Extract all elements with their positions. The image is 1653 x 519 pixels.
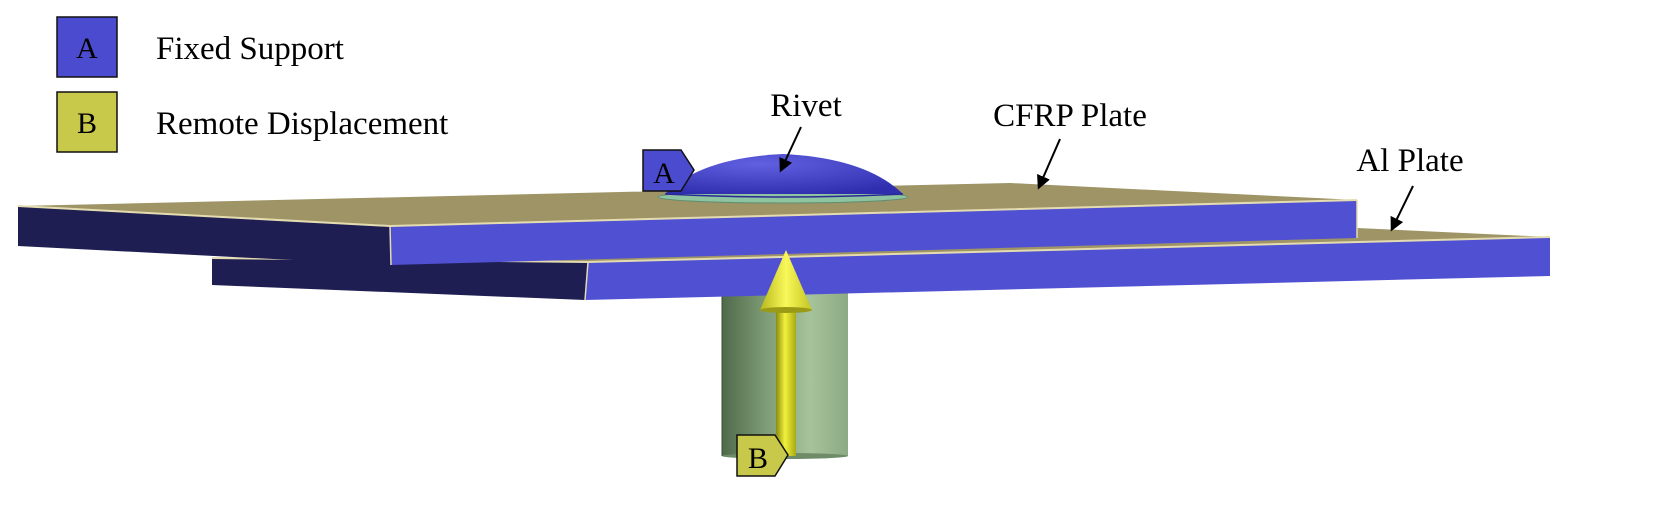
legend-swatch-a <box>56 16 118 78</box>
legend-item-fixed-support: A Fixed Support <box>56 16 344 78</box>
annotation-al-plate-label: Al Plate <box>1356 143 1463 179</box>
cfrp-plate <box>17 183 1358 266</box>
marker-b-tag: B <box>736 434 789 477</box>
cfrp-plate-top-surface <box>18 183 1357 226</box>
rivet-head <box>657 154 909 204</box>
legend-key-a: A <box>76 32 98 65</box>
annotation-cfrp-plate: CFRP Plate <box>993 98 1147 190</box>
al-plate-front-face <box>585 237 1550 300</box>
annotation-rivet: Rivet <box>770 88 842 173</box>
legend-key-b: B <box>77 107 97 140</box>
legend-label-fixed-support: Fixed Support <box>156 31 344 67</box>
annotation-rivet-arrow <box>779 126 802 173</box>
annotation-cfrp-plate-label: CFRP Plate <box>993 98 1147 134</box>
legend-item-remote-displacement: B Remote Displacement <box>56 91 448 153</box>
legend-label-remote-displacement: Remote Displacement <box>156 106 448 142</box>
cfrp-plate-front-face <box>390 200 1357 265</box>
annotation-al-plate: Al Plate <box>1356 143 1464 232</box>
marker-b-label: B <box>748 442 768 475</box>
annotation-al-plate-arrow <box>1390 185 1414 232</box>
marker-a-tag: A <box>642 149 695 192</box>
remote-displacement-arrow <box>760 250 812 456</box>
annotation-rivet-label: Rivet <box>770 88 842 124</box>
legend: A Fixed Support B Remote Displacement <box>56 16 448 153</box>
cfrp-plate-side-face <box>18 206 391 265</box>
marker-a-label: A <box>653 157 675 190</box>
al-plate-side-face <box>212 258 588 300</box>
annotation-cfrp-plate-arrow <box>1037 138 1061 190</box>
legend-swatch-b <box>56 91 118 153</box>
